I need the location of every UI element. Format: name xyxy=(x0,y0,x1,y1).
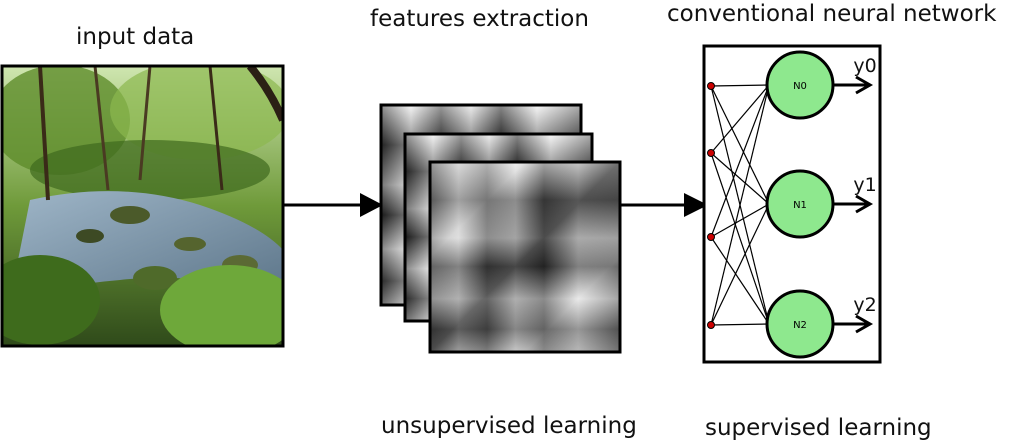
neuron-label: N1 xyxy=(793,200,807,211)
connection-line xyxy=(710,84,770,87)
connection-line xyxy=(710,323,770,326)
connection-line xyxy=(710,236,770,325)
unsupervised-learning-label: unsupervised learning xyxy=(381,413,637,439)
connection-line xyxy=(710,84,770,238)
features-extraction-label: features extraction xyxy=(370,6,589,32)
output-label: y1 xyxy=(853,174,876,196)
connection-line xyxy=(710,203,770,326)
connection-line xyxy=(710,203,770,238)
connection-line xyxy=(710,85,770,205)
output-label: y0 xyxy=(853,55,876,77)
input-node xyxy=(707,149,715,157)
connection-line xyxy=(710,152,770,325)
feature-map-front xyxy=(428,160,622,354)
input-image xyxy=(0,64,285,348)
arrow-features-to-network xyxy=(621,193,708,217)
input-node xyxy=(707,82,715,90)
input-node xyxy=(707,233,715,241)
network-outputs: y0 y1 y2 xyxy=(833,55,877,334)
output-label: y2 xyxy=(853,294,876,316)
output-arrowhead xyxy=(855,75,874,95)
input-node xyxy=(707,321,715,329)
output-arrowhead xyxy=(855,314,874,334)
network-connections xyxy=(710,84,770,326)
neural-network-label: conventional neural network xyxy=(667,1,997,27)
connection-line xyxy=(710,84,770,154)
neuron-label: N2 xyxy=(793,320,807,331)
connection-line xyxy=(710,152,770,205)
arrow-input-to-features xyxy=(284,193,383,217)
input-data-label: input data xyxy=(76,24,195,50)
supervised-learning-label: supervised learning xyxy=(705,415,932,441)
neuron-label: N0 xyxy=(793,81,807,92)
connection-line xyxy=(710,84,770,326)
network-inputs xyxy=(707,82,715,329)
output-arrowhead xyxy=(855,194,874,214)
